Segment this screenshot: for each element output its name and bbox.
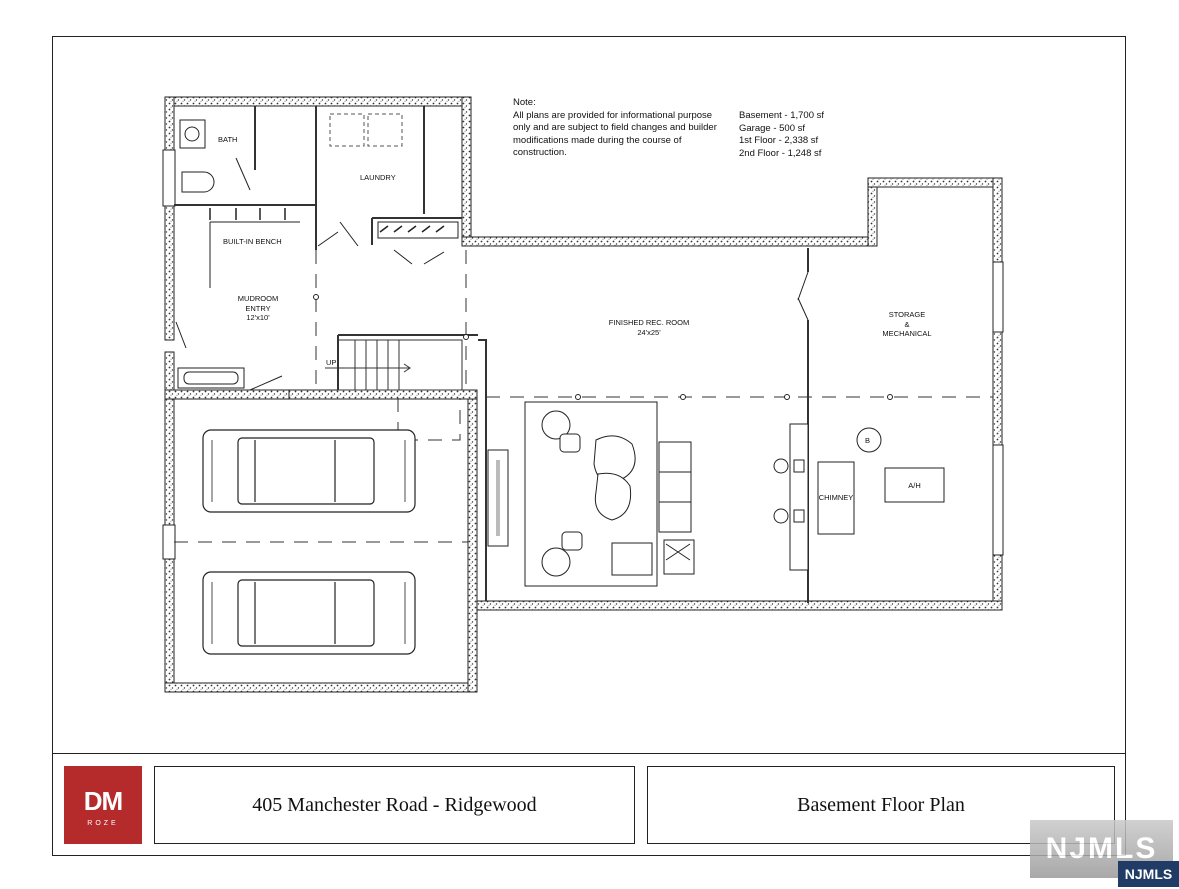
njmls-watermark: NJMLS xyxy=(1030,820,1173,878)
drawing-frame xyxy=(52,36,1126,856)
area-second-floor: 2nd Floor - 1,248 sf xyxy=(739,147,822,159)
address-box: 405 Manchester Road - Ridgewood xyxy=(154,766,635,844)
njmls-badge-text: NJMLS xyxy=(1124,866,1173,882)
square-footage-list: Basement - 1,700 sf Garage - 500 sf 1st … xyxy=(739,110,824,160)
rec-room-label: FINISHED REC. ROOM 24'x25' xyxy=(600,318,698,337)
logo-mark: DM xyxy=(83,786,123,816)
sheet-title-box: Basement Floor Plan xyxy=(647,766,1115,844)
storage-line-1: STORAGE xyxy=(888,310,926,319)
rec-room-size: 24'x25' xyxy=(637,327,661,337)
sheet-title: Basement Floor Plan xyxy=(797,793,965,816)
doors xyxy=(175,157,809,391)
laundry-label: LAUNDRY xyxy=(360,173,396,182)
njmls-badge: NJMLS xyxy=(1118,861,1179,887)
storage-line-2: & xyxy=(904,319,910,329)
stairs xyxy=(325,339,463,391)
title-block-divider xyxy=(52,753,1126,754)
beam-lines xyxy=(174,250,993,543)
built-in-bench xyxy=(209,208,459,288)
car-bottom xyxy=(202,571,416,655)
area-garage: Garage - 500 sf xyxy=(739,122,806,134)
mudroom-entry: ENTRY xyxy=(245,303,271,313)
mechanical-equipment xyxy=(817,427,945,535)
rec-room-name: FINISHED REC. ROOM xyxy=(608,318,690,327)
construction-note: Note: All plans are provided for informa… xyxy=(513,97,728,160)
area-first-floor: 1st Floor - 2,338 sf xyxy=(739,135,819,146)
storage-label: STORAGE & MECHANICAL xyxy=(877,310,937,339)
builder-logo: DM ROZE xyxy=(64,766,142,844)
air-handler-label: A/H xyxy=(908,481,921,490)
bench-label: BUILT-IN BENCH xyxy=(223,237,282,246)
desk-area xyxy=(773,423,809,571)
area-basement: Basement - 1,700 sf xyxy=(739,110,825,121)
laundry-machines xyxy=(329,113,403,147)
chimney-label: CHIMNEY xyxy=(818,493,854,502)
note-heading: Note: xyxy=(513,97,536,108)
logo-subtext: ROZE xyxy=(87,820,119,827)
mudroom-name: MUDROOM xyxy=(237,294,279,303)
car-top xyxy=(202,429,416,513)
njmls-watermark-text: NJMLS xyxy=(1045,832,1158,865)
stairs-up-label: UP xyxy=(326,358,337,367)
wall-openings xyxy=(162,149,1004,560)
property-address: 405 Manchester Road - Ridgewood xyxy=(252,793,537,816)
rec-room-furniture xyxy=(487,401,695,587)
mudroom-label: MUDROOM ENTRY 12'x10' xyxy=(231,294,285,323)
lally-columns xyxy=(313,294,893,400)
boiler-label: B xyxy=(865,436,871,445)
note-body: All plans are provided for informational… xyxy=(513,109,717,159)
storage-line-3: MECHANICAL xyxy=(882,329,932,338)
mudroom-size: 12'x10' xyxy=(246,313,270,322)
bath-fixtures xyxy=(177,119,245,389)
bath-label: BATH xyxy=(218,135,238,144)
